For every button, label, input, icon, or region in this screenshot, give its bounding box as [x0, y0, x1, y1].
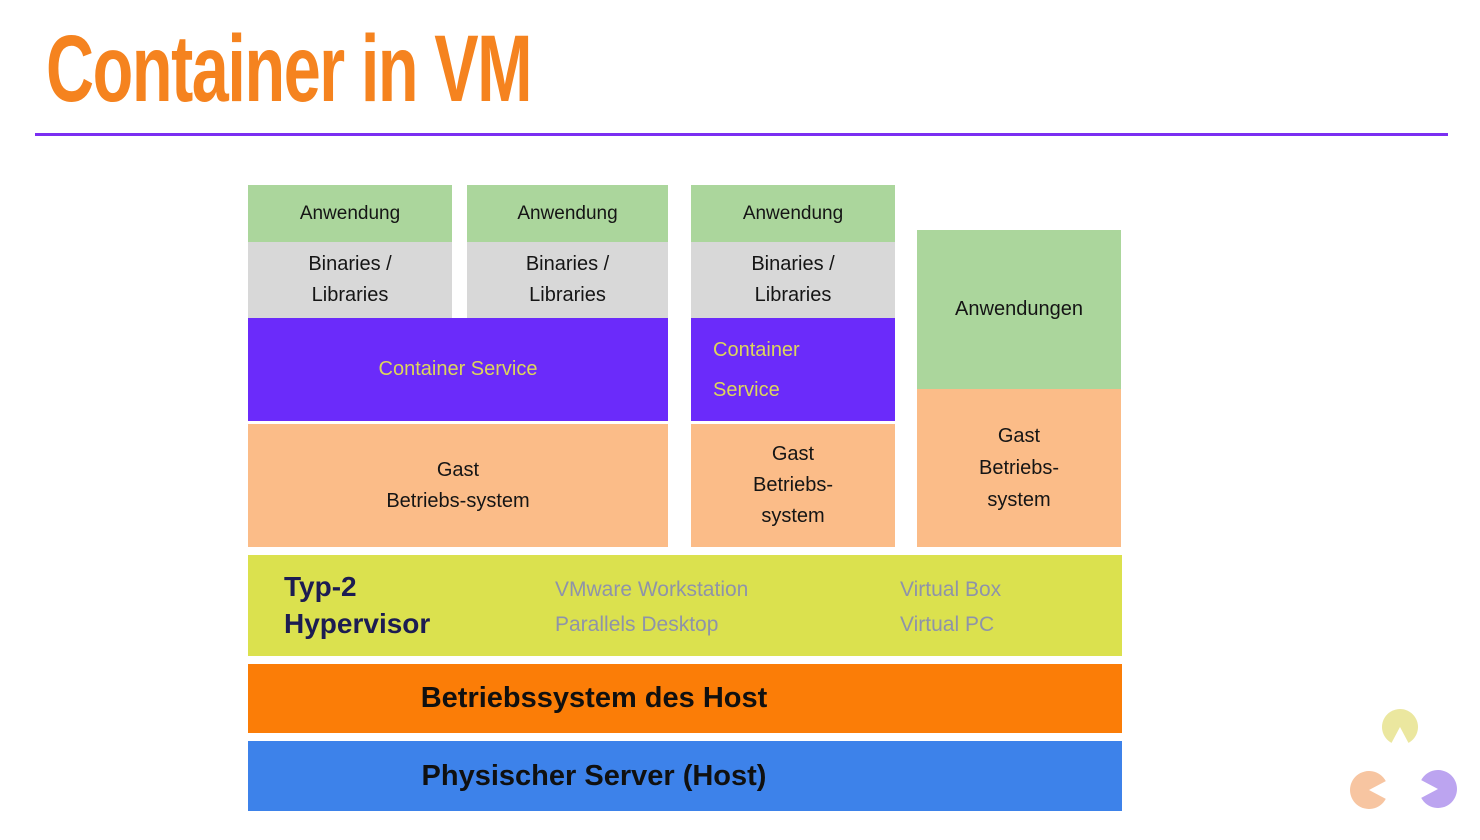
- binaries-label-line2: Libraries: [311, 284, 389, 306]
- guest-os-label-line3: system: [987, 489, 1051, 511]
- hypervisor-product: Parallels Desktop: [555, 613, 719, 636]
- guest-os-box-wide: Gast Betriebs-system: [248, 424, 668, 547]
- container-service-box-narrow: Container Service: [691, 318, 895, 421]
- application-label: Anwendung: [299, 202, 401, 224]
- pacman-purple-icon: [1421, 770, 1457, 808]
- hypervisor-title: Typ-2 Hypervisor: [284, 568, 430, 642]
- binaries-label-line2: Libraries: [529, 284, 606, 306]
- physical-server-label: Physischer Server (Host): [421, 759, 767, 792]
- guest-os-label-line3: system: [761, 505, 825, 527]
- container-service-label: Container Service: [378, 358, 538, 380]
- binaries-libraries-box-3: Binaries / Libraries: [691, 242, 895, 318]
- guest-os-label-line2: Betriebs-system: [386, 489, 530, 512]
- physical-server-bar: Physischer Server (Host): [248, 741, 1122, 811]
- container-service-label-line1: Container: [713, 338, 800, 361]
- container-service-box-wide: Container Service: [248, 318, 668, 421]
- binaries-libraries-box-1: Binaries / Libraries: [248, 242, 452, 318]
- host-os-label: Betriebssystem des Host: [420, 682, 768, 714]
- guest-os-label-line1: Gast: [771, 443, 815, 465]
- guest-os-box-narrow: Gast Betriebs- system: [691, 424, 895, 547]
- pacman-yellow-icon: [1382, 708, 1418, 743]
- hypervisor-products-column-2: Virtual Box Virtual PC: [900, 572, 1001, 642]
- page-title: Container in VM: [46, 16, 533, 122]
- binaries-libraries-box-2: Binaries / Libraries: [467, 242, 668, 318]
- binaries-label-line1: Binaries /: [308, 253, 392, 275]
- hypervisor-product: Virtual Box: [900, 578, 1002, 601]
- binaries-label-line1: Binaries /: [751, 253, 835, 275]
- application-box-2: Anwendung: [467, 185, 668, 242]
- hypervisor-products-column-1: VMware Workstation Parallels Desktop: [555, 572, 748, 642]
- hypervisor-product: VMware Workstation: [555, 578, 749, 601]
- hypervisor-product: Virtual PC: [900, 613, 995, 636]
- hypervisor-bar: Typ-2 Hypervisor VMware Workstation Para…: [248, 555, 1122, 656]
- guest-os-box-vm: Gast Betriebs- system: [917, 389, 1121, 547]
- application-box-1: Anwendung: [248, 185, 452, 242]
- guest-os-label-line2: Betriebs-: [752, 474, 834, 496]
- guest-os-label-line1: Gast: [436, 458, 480, 481]
- pacman-orange-icon: [1350, 771, 1386, 809]
- guest-os-label-line1: Gast: [997, 425, 1041, 447]
- binaries-label-line1: Binaries /: [525, 253, 610, 275]
- binaries-label-line2: Libraries: [754, 284, 832, 306]
- hypervisor-title-line2: Hypervisor: [284, 608, 431, 639]
- applications-vm-label: Anwendungen: [955, 298, 1083, 320]
- guest-os-label-line2: Betriebs-: [978, 457, 1060, 479]
- application-label: Anwendung: [742, 202, 844, 224]
- host-os-bar: Betriebssystem des Host: [248, 664, 1122, 733]
- hypervisor-title-line1: Typ-2: [284, 571, 357, 602]
- title-divider-line: [35, 133, 1448, 136]
- application-box-3: Anwendung: [691, 185, 895, 242]
- applications-vm-box: Anwendungen: [917, 230, 1121, 389]
- application-label: Anwendung: [517, 202, 618, 224]
- container-service-label-line2: Service: [713, 378, 780, 401]
- decorative-logo: [1350, 708, 1457, 809]
